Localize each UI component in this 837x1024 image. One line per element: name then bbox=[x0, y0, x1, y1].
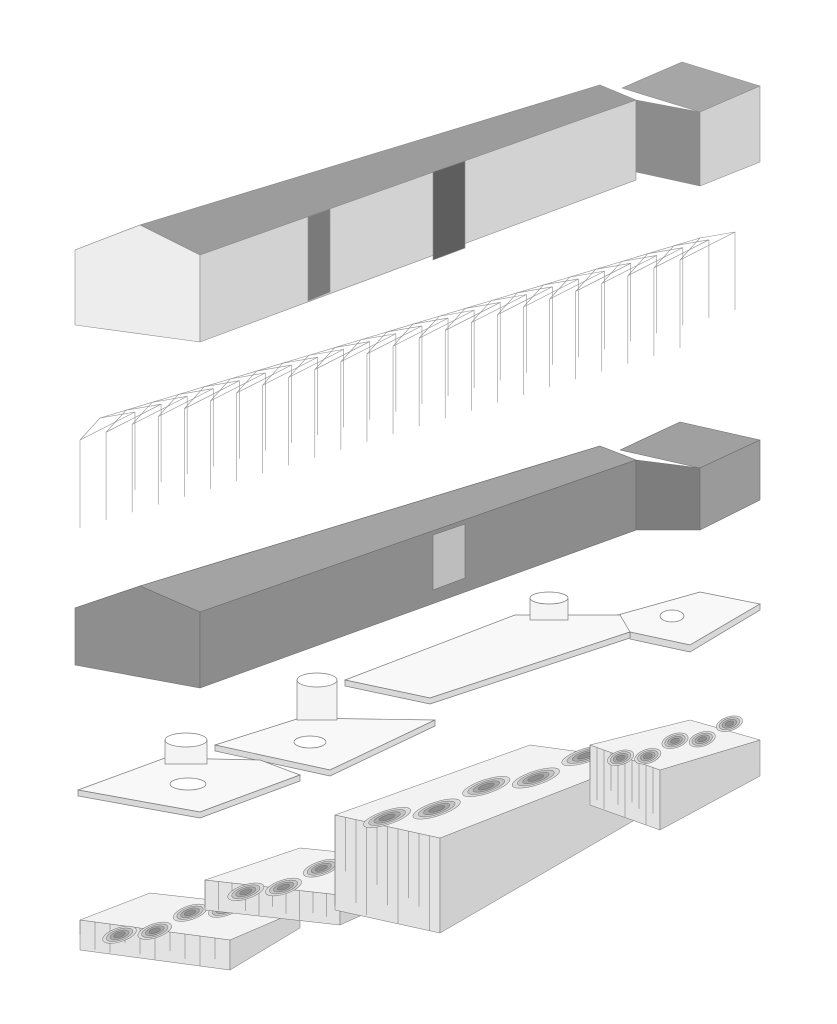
frame-tie bbox=[392, 317, 449, 347]
frame-tie bbox=[184, 380, 240, 409]
frame-tie bbox=[471, 294, 527, 323]
slab-lower-cylinder-top bbox=[164, 732, 208, 748]
slab-middle-edge bbox=[344, 631, 631, 705]
frame-tie bbox=[262, 356, 318, 386]
frame-purlin bbox=[230, 370, 257, 380]
slab-upper-cylinder-top bbox=[296, 672, 338, 688]
structural-frame-layer bbox=[79, 231, 736, 528]
frame-tie bbox=[236, 364, 292, 394]
frame-bay bbox=[595, 255, 658, 372]
terrain-contour bbox=[697, 736, 707, 743]
frame-purlin bbox=[256, 362, 283, 372]
inner-annex-front bbox=[635, 459, 701, 531]
terrain-contour bbox=[148, 927, 161, 934]
frame-bay bbox=[204, 372, 266, 489]
terrain-contour bbox=[670, 737, 680, 744]
frame-tie bbox=[418, 309, 475, 339]
terrain-contour bbox=[724, 720, 735, 727]
frame-bay bbox=[99, 403, 162, 521]
frame-tie bbox=[158, 388, 214, 417]
frame-purlin bbox=[334, 339, 361, 348]
frame-purlin bbox=[99, 409, 127, 419]
terrain-contour bbox=[378, 813, 396, 822]
annex-side-wall bbox=[699, 85, 761, 187]
terrain-pad bbox=[589, 715, 761, 831]
inner-step-face bbox=[432, 523, 466, 591]
frame-tie bbox=[679, 231, 736, 261]
frame-purlin bbox=[569, 269, 596, 278]
frame-bay bbox=[569, 263, 631, 380]
frame-bay bbox=[256, 356, 318, 474]
slab-middle bbox=[343, 614, 631, 699]
terrain-contour bbox=[239, 888, 253, 896]
slab-lower-left-edge bbox=[77, 774, 301, 819]
frame-purlin bbox=[178, 386, 205, 395]
frame-purlin bbox=[673, 237, 701, 247]
frame-purlin bbox=[543, 276, 570, 286]
envelope-recess-1 bbox=[307, 208, 331, 302]
frame-purlin bbox=[621, 253, 648, 262]
frame-bay bbox=[543, 270, 605, 388]
annex-front-wall bbox=[635, 99, 701, 187]
envelope-recess-2 bbox=[432, 160, 466, 261]
terrain-contour bbox=[113, 931, 126, 938]
frame-purlin bbox=[517, 284, 544, 294]
frame-purlin bbox=[439, 308, 466, 317]
slab-right-edge bbox=[629, 603, 761, 653]
frame-purlin bbox=[465, 300, 492, 309]
slab-upper-left-edge bbox=[214, 719, 436, 777]
frame-bay bbox=[517, 278, 579, 395]
terrain-contour bbox=[277, 883, 290, 891]
frame-tie bbox=[575, 263, 631, 292]
slab-right-opening bbox=[659, 609, 685, 623]
frame-purlin bbox=[647, 245, 674, 254]
frame-tie bbox=[445, 302, 501, 331]
terrain-contour bbox=[643, 753, 653, 760]
frame-purlin bbox=[595, 261, 622, 270]
frame-tie bbox=[132, 396, 188, 425]
terrain-contour bbox=[184, 909, 196, 916]
frame-tie bbox=[653, 239, 710, 269]
floor-slabs-layer bbox=[76, 591, 761, 819]
frame-tie bbox=[105, 403, 162, 433]
inner-annex-side bbox=[699, 439, 761, 531]
slab-upper-opening bbox=[293, 735, 327, 749]
terrain-contour bbox=[615, 754, 626, 761]
frame-tie bbox=[79, 411, 136, 441]
frame-tie bbox=[601, 255, 657, 284]
frame-purlin bbox=[491, 292, 518, 301]
terrain-contour bbox=[527, 774, 545, 782]
frame-tie bbox=[549, 270, 605, 300]
frame-purlin bbox=[360, 331, 388, 341]
terrain-foundation-layer bbox=[79, 715, 761, 971]
envelope-layer bbox=[74, 61, 761, 343]
frame-bay bbox=[673, 231, 736, 348]
frame-tie bbox=[288, 349, 344, 378]
frame-purlin bbox=[126, 402, 153, 411]
terrain-contour bbox=[314, 864, 328, 872]
frame-tie bbox=[523, 278, 579, 308]
frame-tie bbox=[497, 286, 553, 316]
frame-tie bbox=[627, 247, 683, 276]
frame-purlin bbox=[204, 378, 231, 387]
terrain-contour bbox=[428, 805, 445, 813]
frame-purlin bbox=[386, 323, 414, 333]
inner-volume-layer bbox=[74, 421, 761, 689]
frame-tie bbox=[210, 372, 266, 402]
terrain-contour bbox=[477, 782, 495, 791]
frame-purlin bbox=[282, 355, 309, 364]
frame-purlin bbox=[412, 315, 440, 325]
frame-tie bbox=[340, 333, 397, 363]
frame-bay bbox=[152, 388, 214, 505]
frame-tie bbox=[366, 325, 423, 355]
frame-bay bbox=[79, 411, 136, 528]
frame-purlin bbox=[308, 347, 335, 356]
frame-tie bbox=[314, 341, 370, 370]
slab-lower-opening bbox=[169, 777, 207, 791]
frame-purlin bbox=[152, 394, 179, 403]
slab-middle-cylinder-top bbox=[529, 591, 569, 605]
